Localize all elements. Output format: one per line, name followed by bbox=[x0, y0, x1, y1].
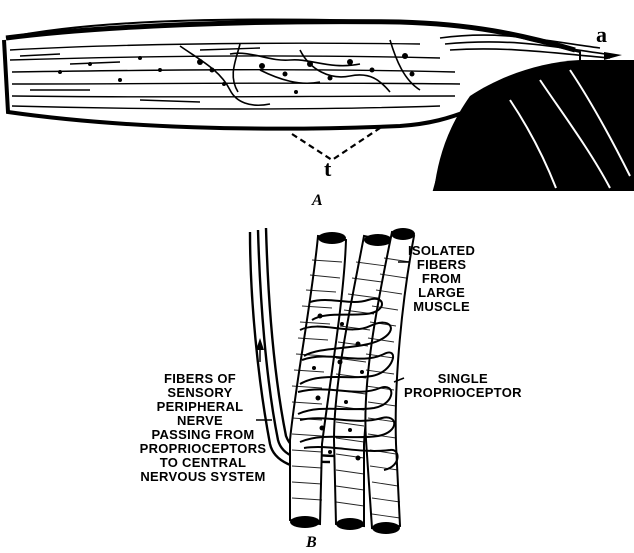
label-t: t bbox=[324, 156, 331, 182]
label-sensory-nerve: FIBERS OF SENSORY PERIPHERAL NERVE bbox=[140, 372, 260, 428]
panel-letter-a: A bbox=[312, 192, 323, 210]
panel-letter-b: B bbox=[306, 534, 317, 552]
label-sensory-nerve-cont: PASSING FROM PROPRIOCEPTORS TO CENTRAL N… bbox=[128, 428, 278, 484]
label-isolated-fibers: ISOLATED FIBERS FROM LARGE MUSCLE bbox=[408, 244, 475, 314]
muscle-bundle-a bbox=[4, 20, 634, 190]
label-a: a bbox=[596, 22, 607, 48]
label-single-proprioceptor: SINGLE PROPRIOCEPTOR bbox=[404, 372, 522, 400]
muscle-fibers-b bbox=[250, 228, 415, 534]
